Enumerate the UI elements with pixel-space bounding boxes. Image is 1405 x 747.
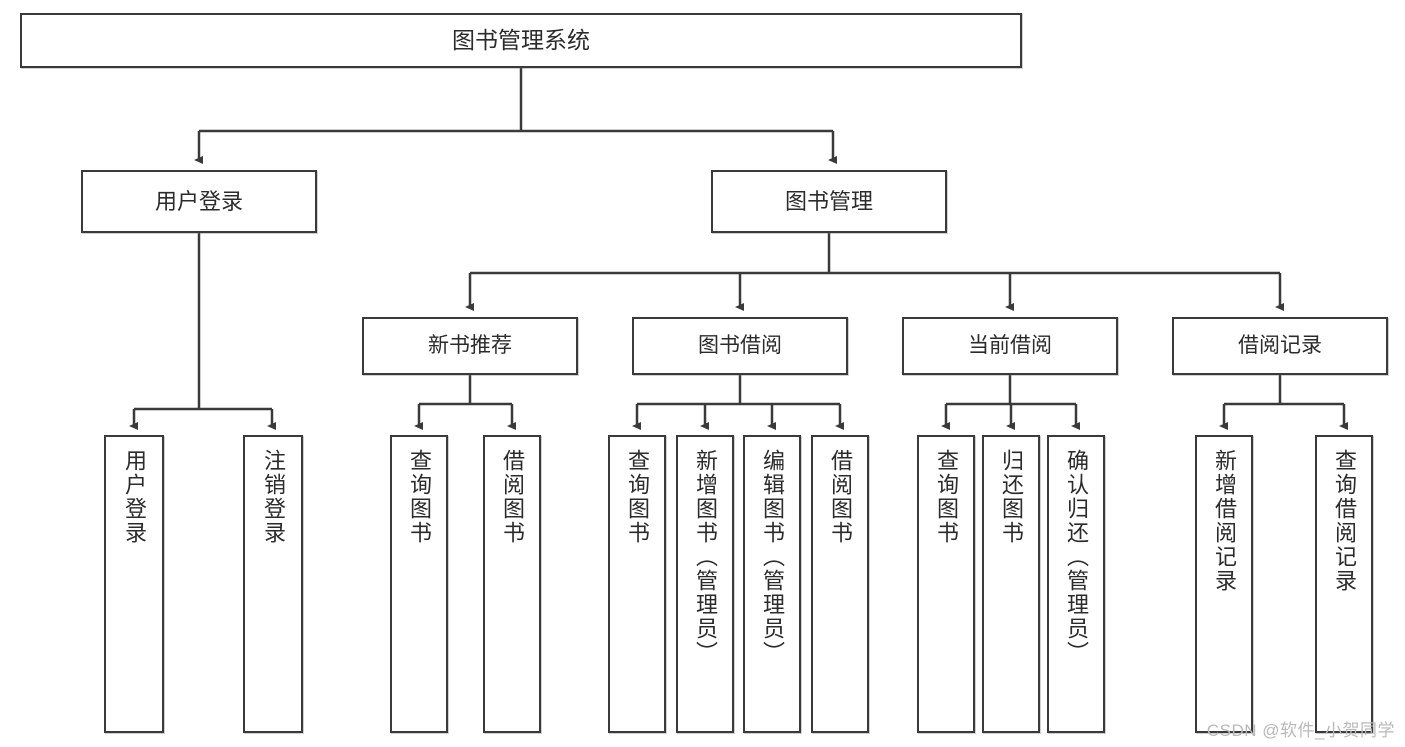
node-book-manage-label: 图书管理 xyxy=(784,188,873,214)
node-leaf-query-book-1-label: 查询图书 xyxy=(407,449,432,545)
node-leaf-query-book-3[interactable]: 查询图书 xyxy=(917,435,975,733)
node-new-book-recommend[interactable]: 新书推荐 xyxy=(362,317,578,375)
node-book-borrow[interactable]: 图书借阅 xyxy=(632,317,848,375)
node-current-borrow[interactable]: 当前借阅 xyxy=(902,317,1118,375)
node-borrow-record-label: 借阅记录 xyxy=(1238,333,1322,357)
node-leaf-user-login[interactable]: 用户登录 xyxy=(104,435,164,733)
node-leaf-user-login-label: 用户登录 xyxy=(122,449,147,545)
node-leaf-query-record[interactable]: 查询借阅记录 xyxy=(1315,435,1373,733)
node-book-borrow-label: 图书借阅 xyxy=(698,333,782,357)
node-leaf-query-book-2[interactable]: 查询图书 xyxy=(608,435,666,733)
node-current-borrow-label: 当前借阅 xyxy=(968,333,1052,357)
node-borrow-record[interactable]: 借阅记录 xyxy=(1172,317,1388,375)
node-leaf-user-logout-label: 注销登录 xyxy=(261,449,286,545)
node-new-book-recommend-label: 新书推荐 xyxy=(428,333,512,357)
node-leaf-query-book-3-label: 查询图书 xyxy=(934,449,959,545)
node-leaf-add-record-label: 新增借阅记录 xyxy=(1212,449,1237,593)
node-root-label: 图书管理系统 xyxy=(452,27,590,54)
node-leaf-query-book-2-label: 查询图书 xyxy=(625,449,650,545)
node-leaf-borrow-book-1-label: 借阅图书 xyxy=(500,449,525,545)
node-leaf-add-book[interactable]: 新增图书（管理员） xyxy=(676,435,734,733)
node-leaf-borrow-book-2[interactable]: 借阅图书 xyxy=(811,435,869,733)
node-leaf-return-book[interactable]: 归还图书 xyxy=(982,435,1040,733)
node-leaf-user-logout[interactable]: 注销登录 xyxy=(243,435,303,733)
node-leaf-return-book-label: 归还图书 xyxy=(999,449,1024,545)
node-leaf-add-book-label: 新增图书（管理员） xyxy=(693,449,718,665)
watermark: CSDN @软件_小贺同学 xyxy=(1206,721,1395,740)
node-leaf-add-record[interactable]: 新增借阅记录 xyxy=(1195,435,1253,733)
node-user-login[interactable]: 用户登录 xyxy=(81,170,317,233)
node-leaf-query-book-1[interactable]: 查询图书 xyxy=(390,435,448,733)
node-leaf-query-record-label: 查询借阅记录 xyxy=(1332,449,1357,593)
node-leaf-confirm-return[interactable]: 确认归还（管理员） xyxy=(1047,435,1105,733)
node-root[interactable]: 图书管理系统 xyxy=(20,13,1022,68)
node-leaf-edit-book[interactable]: 编辑图书（管理员） xyxy=(743,435,801,733)
node-leaf-edit-book-label: 编辑图书（管理员） xyxy=(760,449,785,665)
node-leaf-confirm-return-label: 确认归还（管理员） xyxy=(1064,449,1089,665)
node-leaf-borrow-book-2-label: 借阅图书 xyxy=(828,449,853,545)
node-user-login-label: 用户登录 xyxy=(154,188,243,214)
node-leaf-borrow-book-1[interactable]: 借阅图书 xyxy=(483,435,541,733)
node-book-manage[interactable]: 图书管理 xyxy=(711,170,947,233)
